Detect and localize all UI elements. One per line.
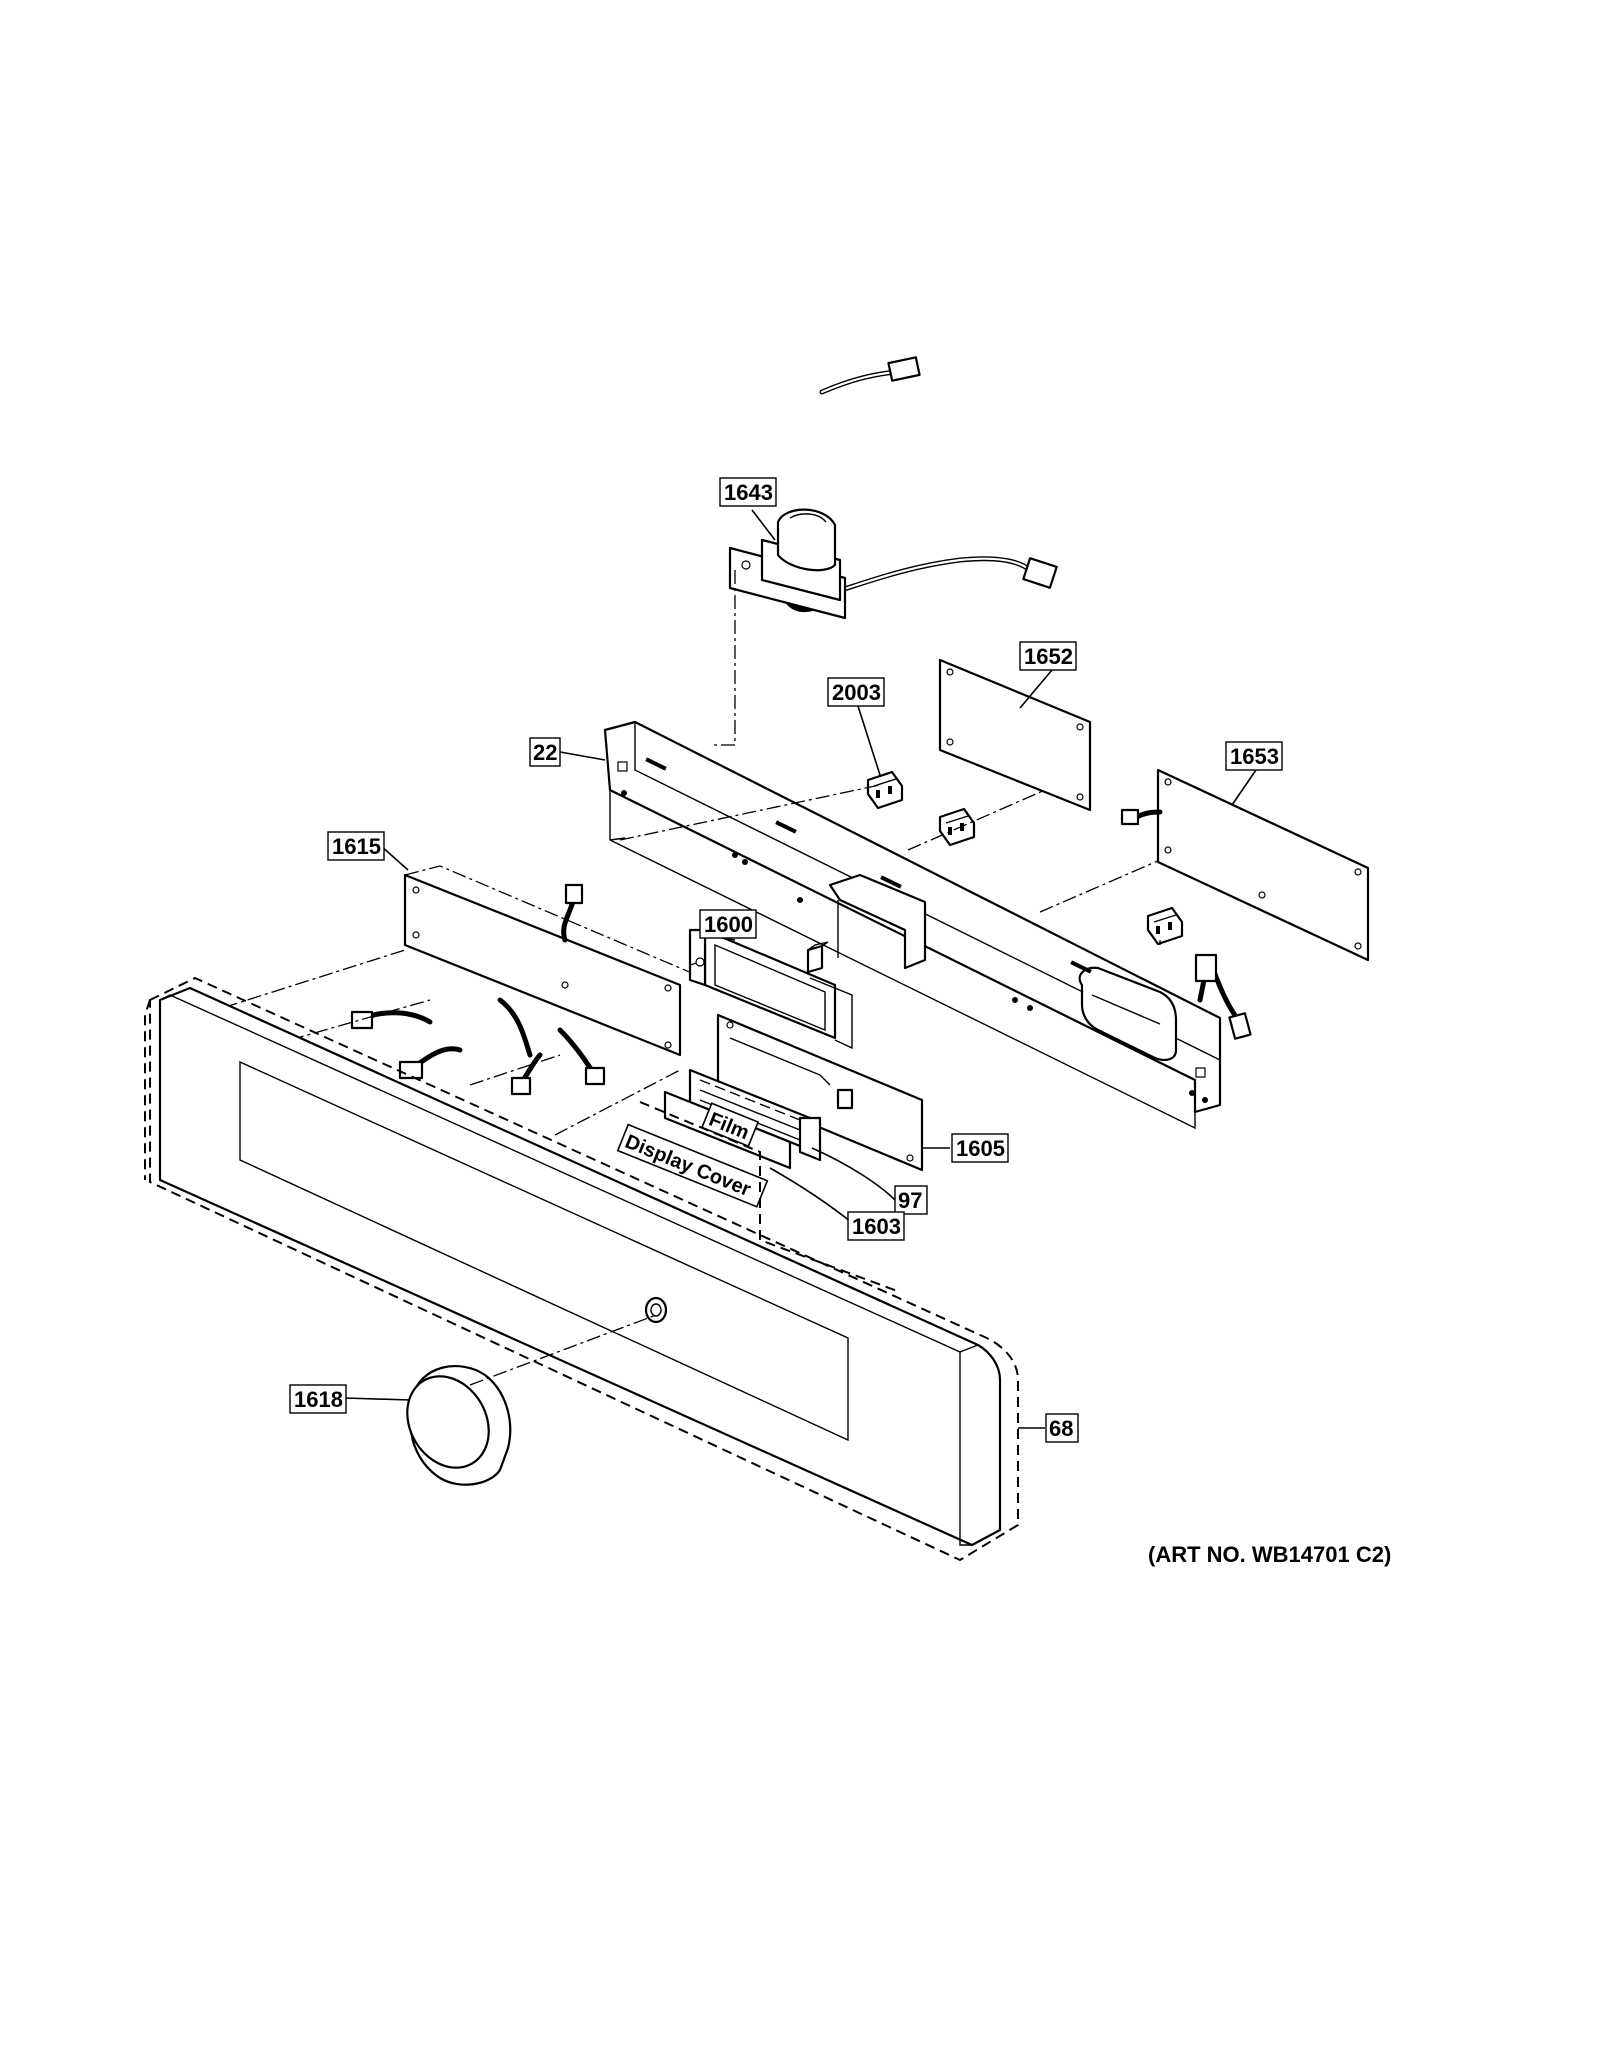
callout-1618: 1618 [289, 1384, 347, 1414]
display-part-1600 [688, 928, 853, 1050]
callout-22: 22 [529, 737, 561, 767]
callout-1652: 1652 [1019, 641, 1077, 671]
callout-97-text: 97 [898, 1188, 922, 1213]
leader-dash-1643 [712, 570, 736, 746]
front-panel-part-68 [158, 986, 1002, 1547]
leader-dash-1618 [469, 1314, 657, 1386]
leader-2003 [857, 705, 881, 776]
callout-22-text: 22 [533, 740, 557, 765]
leader-dash-1615b [199, 949, 406, 1016]
mounting-bracket-part-22 [603, 720, 1222, 1130]
leader-1603 [769, 1167, 856, 1226]
callout-1603: 1603 [847, 1211, 905, 1241]
board-part-1652 [938, 658, 1092, 812]
callout-1653-text: 1653 [1230, 744, 1279, 769]
callout-1600-text: 1600 [704, 912, 753, 937]
transformer-part-1643 [728, 356, 1058, 620]
leader-dash-1615d [469, 1054, 561, 1086]
callout-1652-text: 1652 [1024, 644, 1073, 669]
callout-1605-text: 1605 [956, 1136, 1005, 1161]
callout-1643: 1643 [719, 477, 777, 507]
callout-68: 68 [1045, 1413, 1079, 1443]
callout-97: 97 [894, 1185, 928, 1215]
leader-dash-1615a [404, 865, 721, 986]
leader-1643 [751, 509, 776, 541]
callout-1653: 1653 [1225, 741, 1283, 771]
leader-dash-1653a [1039, 859, 1161, 913]
leader-dash-1615e [554, 1069, 681, 1136]
callout-1618-text: 1618 [294, 1387, 343, 1412]
leader-1653 [1231, 769, 1257, 806]
leader-dash-2003 [619, 784, 881, 841]
callout-68-text: 68 [1049, 1416, 1073, 1441]
leader-1618 [344, 1397, 411, 1401]
callout-1615-text: 1615 [332, 834, 381, 859]
leader-22 [559, 751, 606, 761]
board-part-1605 [716, 1013, 924, 1172]
knob-part-1618 [406, 1364, 512, 1486]
leader-dash-1652 [907, 789, 1046, 851]
display-cover-group-outline [639, 1101, 901, 1293]
keypad-strip-part-97 [688, 1068, 822, 1162]
front-panel-group-outline-2 [144, 999, 151, 1180]
board-part-1653 [1120, 768, 1370, 1040]
callout-2003-text: 2003 [832, 680, 881, 705]
callout-1643-text: 1643 [724, 480, 773, 505]
callout-2003: 2003 [827, 677, 885, 707]
art-number: (ART NO. WB14701 C2) [1148, 1542, 1391, 1567]
leader-97 [811, 1147, 896, 1201]
front-panel-group-outline [149, 976, 1019, 1562]
callout-1600: 1600 [699, 909, 757, 939]
callout-1603-text: 1603 [852, 1214, 901, 1239]
callout-1605: 1605 [951, 1133, 1009, 1163]
connector-part-2003 [806, 770, 1184, 974]
callout-1615: 1615 [327, 831, 385, 861]
leader-1652 [1019, 669, 1053, 709]
board-part-1615 [350, 873, 682, 1096]
